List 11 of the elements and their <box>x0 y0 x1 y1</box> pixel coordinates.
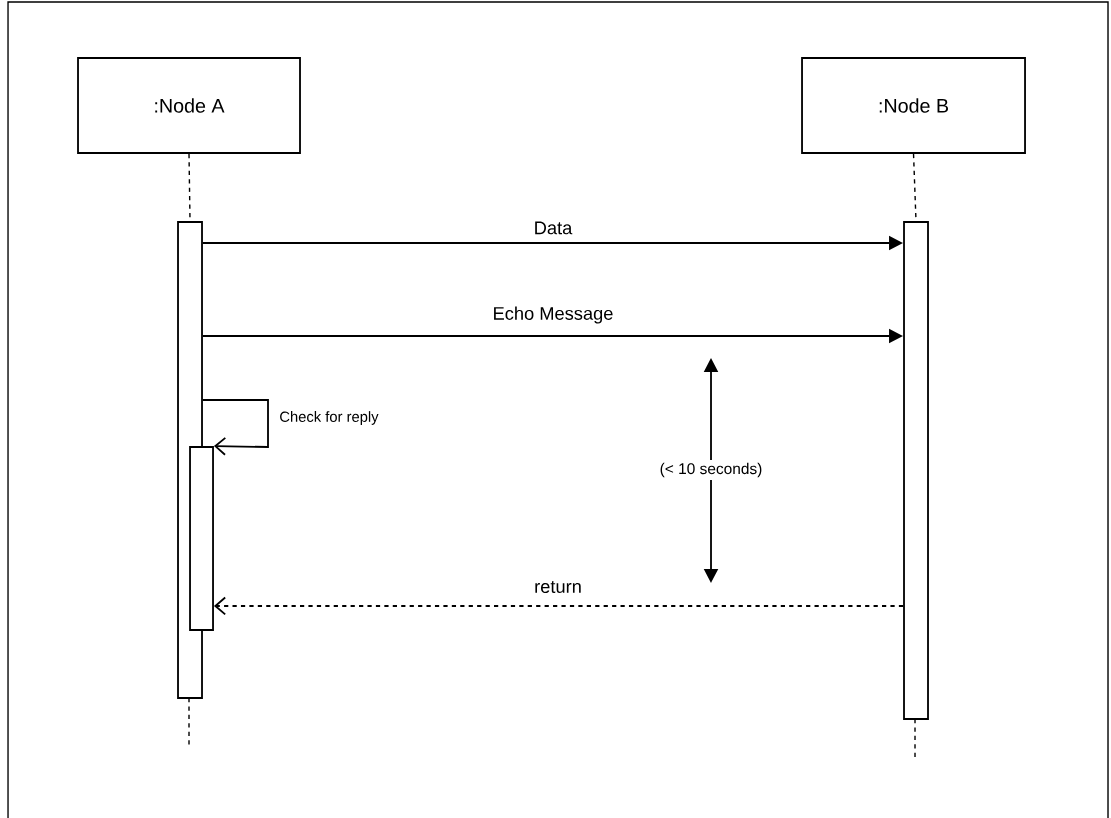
lifeline-head-box: :Node B <box>801 57 1026 154</box>
edge-label: Echo Message <box>494 306 613 324</box>
self-message-arrow <box>202 399 269 456</box>
edge-label: Check for reply <box>280 411 379 425</box>
activation-bar <box>189 446 214 631</box>
edge-label: Data <box>535 221 573 235</box>
duration-label: (< 10 seconds) <box>660 462 762 478</box>
edge-label: return <box>535 581 581 593</box>
activation-bar <box>903 221 929 720</box>
return-arrow <box>213 596 904 616</box>
lifeline-head-box: :Node A <box>77 57 301 154</box>
